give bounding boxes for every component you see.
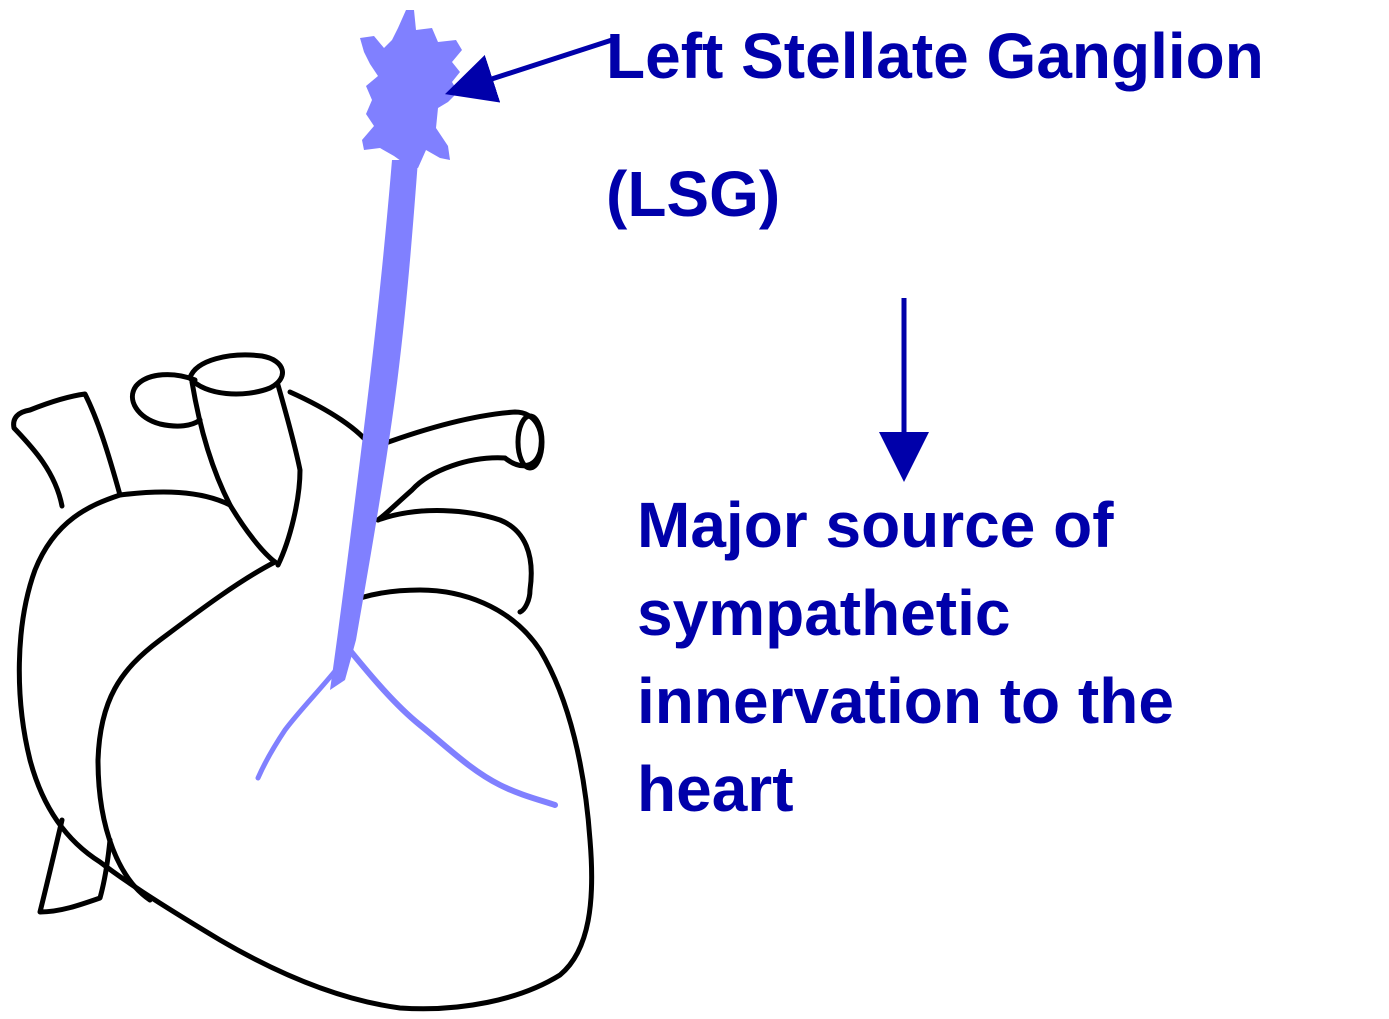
aorta-left-wall bbox=[192, 382, 275, 562]
description-line: Major source of bbox=[637, 481, 1337, 569]
nerve-trunk bbox=[330, 160, 418, 690]
aorta-right-wall bbox=[278, 385, 300, 565]
vena-cava-outline bbox=[14, 394, 120, 506]
nerve-branch-left bbox=[258, 665, 340, 778]
right-vessel-opening bbox=[518, 416, 542, 468]
description-line: heart bbox=[637, 745, 1337, 833]
description-line: sympathetic bbox=[637, 569, 1337, 657]
ivc-outline bbox=[40, 820, 110, 912]
arch-outline bbox=[290, 392, 372, 448]
stellate-ganglion-shape bbox=[360, 10, 462, 168]
sympathetic-nerve bbox=[258, 10, 555, 805]
ganglion-label-line2: (LSG) bbox=[606, 162, 780, 226]
aorta-outline bbox=[190, 355, 282, 394]
description-text: Major source of sympathetic innervation … bbox=[637, 481, 1337, 833]
inner-left-contour bbox=[98, 562, 275, 900]
ganglion-label-line1: Left Stellate Ganglion bbox=[606, 24, 1264, 88]
ganglion-pointer-arrow bbox=[464, 40, 612, 88]
heart-outline bbox=[14, 355, 592, 1009]
description-line: innervation to the bbox=[637, 657, 1337, 745]
right-vessel-outline bbox=[372, 412, 541, 520]
nerve-branch-right bbox=[348, 648, 555, 805]
upper-right-contour bbox=[378, 511, 531, 612]
heart-body-outline bbox=[19, 495, 591, 1009]
upper-body-contour bbox=[120, 492, 230, 505]
